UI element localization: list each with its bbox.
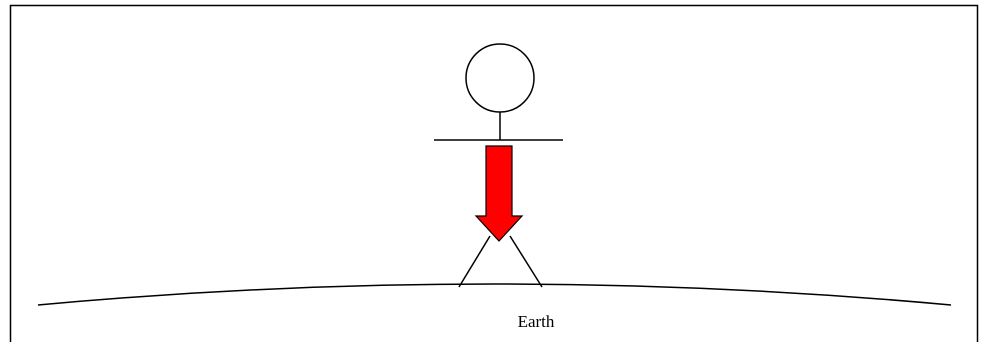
- frame-border: [9, 4, 979, 342]
- figure-right-leg: [509, 235, 543, 288]
- earth-surface-curve: [37, 283, 952, 306]
- earth-label: Earth: [518, 312, 555, 331]
- figure-left-leg: [458, 235, 491, 288]
- gravity-arrow: [474, 145, 524, 242]
- stick-figure: [434, 43, 563, 288]
- figure-head: [465, 43, 535, 113]
